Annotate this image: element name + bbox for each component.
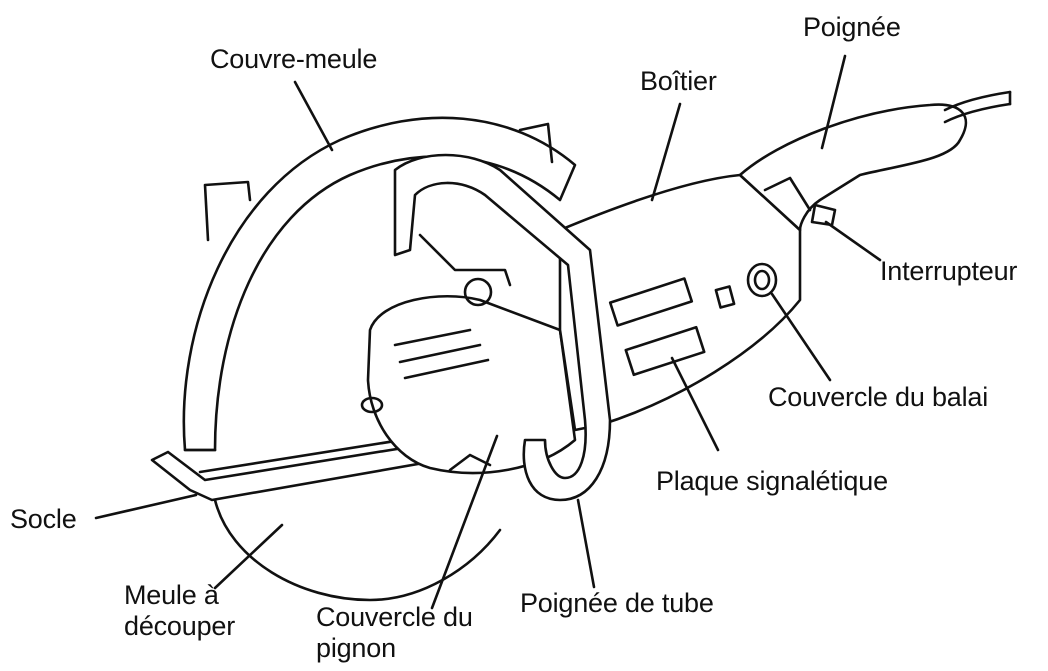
- leader-poignee-tube: [578, 500, 594, 587]
- label-meule: Meule à découper: [124, 580, 235, 642]
- label-couvercle-balai: Couvercle du balai: [768, 382, 988, 413]
- switch-lever: [812, 205, 835, 225]
- leader-couvre-meule: [295, 82, 332, 150]
- label-poignee-tube: Poignée de tube: [520, 588, 714, 619]
- leader-socle: [96, 495, 196, 518]
- label-plaque: Plaque signalétique: [656, 466, 888, 497]
- leader-couvercle-balai: [772, 294, 830, 380]
- leader-meule: [215, 525, 282, 588]
- leader-interrupteur: [826, 222, 880, 260]
- leader-boitier: [652, 104, 680, 200]
- label-socle: Socle: [10, 504, 77, 535]
- label-couvercle-pignon: Couvercle du pignon: [316, 602, 473, 664]
- cutting-disc: [215, 500, 500, 600]
- label-boitier: Boîtier: [640, 66, 717, 97]
- label-poignee: Poignée: [803, 12, 901, 43]
- label-couvre-meule: Couvre-meule: [210, 44, 377, 75]
- label-interrupteur: Interrupteur: [880, 256, 1017, 287]
